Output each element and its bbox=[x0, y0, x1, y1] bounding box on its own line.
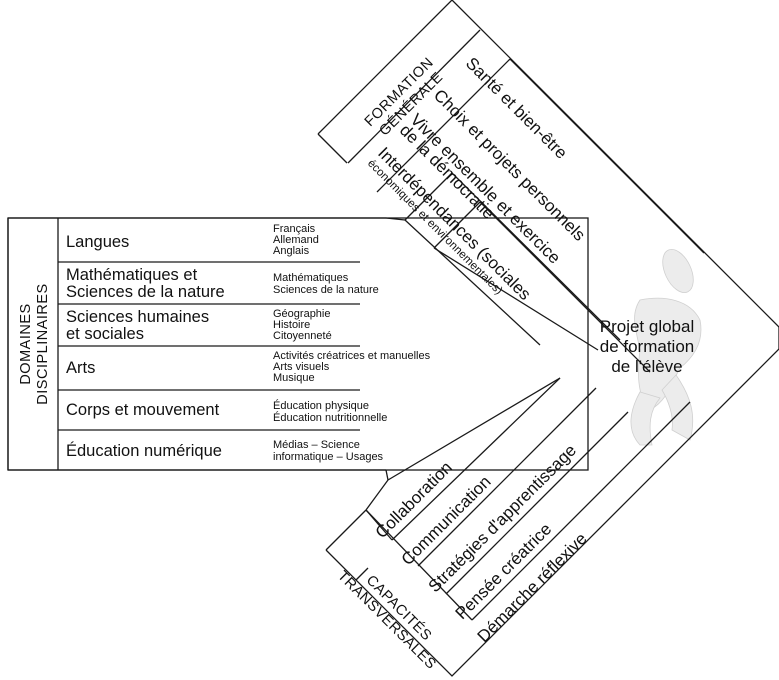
subject: Arts visuels bbox=[273, 361, 330, 373]
center-line-1: Projet global bbox=[600, 317, 695, 336]
center-label: Projet global de formation de l'élève bbox=[600, 317, 695, 376]
domain-name: Éducation numérique bbox=[66, 441, 222, 460]
domaines-header-line-2: DISCIPLINAIRES bbox=[35, 283, 51, 404]
domaines-header: DOMAINES DISCIPLINAIRES bbox=[18, 283, 51, 404]
domain-row-arts: Arts Activités créatrices et manuelles A… bbox=[66, 350, 431, 384]
subject: Activités créatrices et manuelles bbox=[273, 350, 431, 362]
domain-row-corps: Corps et mouvement Éducation physique Éd… bbox=[66, 399, 387, 424]
domain-name: Mathématiques et bbox=[66, 266, 198, 284]
subject: Anglais bbox=[273, 245, 310, 257]
domain-row-numerique: Éducation numérique Médias – Science inf… bbox=[66, 439, 384, 463]
subject: Allemand bbox=[273, 234, 319, 246]
subject: Citoyenneté bbox=[273, 330, 332, 342]
subject: Géographie bbox=[273, 308, 331, 320]
subject: Histoire bbox=[273, 319, 310, 331]
subject: Éducation physique bbox=[273, 399, 369, 412]
subject: Français bbox=[273, 223, 316, 235]
domain-name: Langues bbox=[66, 233, 129, 251]
domain-row-mathematiques: Mathématiques et Sciences de la nature M… bbox=[66, 266, 379, 301]
domain-name: Sciences de la nature bbox=[66, 283, 225, 301]
pupil-silhouette-icon bbox=[630, 249, 702, 446]
subject: Sciences de la nature bbox=[273, 284, 379, 296]
center-line-2: de formation bbox=[600, 337, 695, 356]
domaines-header-line-1: DOMAINES bbox=[18, 303, 34, 384]
domain-name: Corps et mouvement bbox=[66, 401, 220, 419]
domain-name: Arts bbox=[66, 359, 95, 377]
domain-name: et sociales bbox=[66, 325, 144, 343]
subject: informatique – Usages bbox=[273, 451, 384, 463]
domain-row-langues: Langues Français Allemand Anglais bbox=[66, 223, 319, 257]
subject: Éducation nutritionnelle bbox=[273, 411, 387, 424]
frame-lines bbox=[7, 0, 779, 677]
subject: Médias – Science bbox=[273, 439, 360, 451]
center-line-3: de l'élève bbox=[611, 357, 682, 376]
domain-row-sciences-humaines: Sciences humaines et sociales Géographie… bbox=[66, 308, 332, 343]
subject: Musique bbox=[273, 372, 315, 384]
domain-name: Sciences humaines bbox=[66, 308, 209, 326]
subject: Mathématiques bbox=[273, 272, 349, 284]
